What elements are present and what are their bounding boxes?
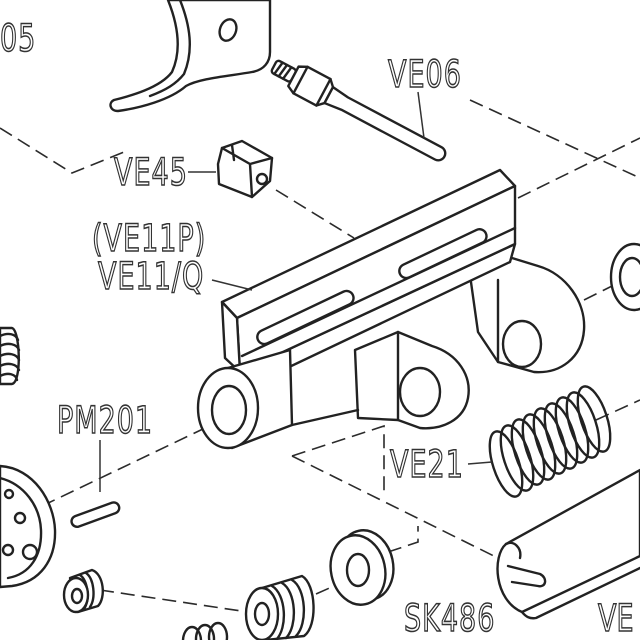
label-ve11q: VE11/Q [97, 255, 205, 299]
plate-slot [506, 564, 547, 588]
part-ve05-bracket [109, 0, 272, 113]
drum-hole [13, 511, 27, 525]
assembly-line [517, 137, 640, 199]
assembly-line [595, 399, 640, 421]
plate-body [496, 468, 640, 614]
drum-hole [21, 543, 39, 561]
spring-coil [181, 625, 203, 640]
spring-coil [488, 430, 524, 498]
assembly-line [315, 585, 335, 595]
label-pm201: PM201 [56, 399, 154, 443]
assembly-line [291, 455, 507, 563]
part-screw-left [0, 326, 21, 386]
part-ve45-block [216, 139, 274, 199]
bushing-bore [253, 601, 271, 627]
pin-thread-lines [273, 61, 293, 80]
drum-hole [3, 488, 15, 500]
part-ve11-carrier [196, 168, 586, 450]
drum-body [0, 464, 57, 589]
leader-lines [99, 91, 493, 492]
set-screw-socket [70, 587, 84, 605]
block-hole [255, 172, 269, 186]
screw-threads [0, 332, 21, 382]
block-edges [220, 143, 274, 199]
ring-bore [618, 256, 640, 298]
washer-hole [345, 552, 371, 588]
assembly-line [275, 189, 355, 239]
pin-rod [323, 85, 447, 162]
assembly-line [469, 99, 640, 179]
label-ve21: VE21 [389, 443, 464, 487]
lug-middle-hole [398, 366, 442, 418]
spring-coil [554, 396, 590, 464]
assembly-lines [0, 99, 640, 613]
part-washer [329, 529, 395, 606]
part-sk486-plate [496, 468, 640, 620]
assembly-line [41, 427, 206, 507]
spring-coil [521, 413, 557, 481]
rail-slot [256, 289, 355, 346]
label-ve06: VE06 [387, 53, 462, 97]
bracket-edge [148, 0, 191, 98]
pin-body [70, 501, 121, 528]
leader-line-ve06 [417, 91, 425, 139]
plate-curl [504, 541, 522, 560]
bushing-threads [270, 578, 306, 640]
label-ve-partial: VE [597, 597, 634, 641]
lug-right-hole [501, 319, 543, 369]
pin-collar-edges [292, 65, 332, 107]
leader-line-ve11 [211, 279, 253, 291]
drum-hole [1, 543, 15, 557]
drum-edge [0, 476, 43, 580]
assembly-line [387, 526, 419, 553]
spring-coil [194, 623, 216, 640]
part-small-spring [181, 621, 229, 640]
part-pm201-pin [70, 501, 121, 528]
part-set-screw [62, 568, 104, 614]
spring-coil [543, 402, 579, 470]
leader-line-ve21 [467, 461, 493, 465]
spring-coil [576, 385, 612, 453]
assembly-line [99, 589, 249, 613]
label-ve05: 05 [0, 17, 37, 61]
label-sk486: SK486 [403, 597, 496, 641]
part-ve06-pin [270, 59, 447, 162]
spring-coil [565, 391, 601, 459]
body-underside [290, 408, 360, 427]
part-ring [609, 242, 640, 312]
part-threaded-bushing [244, 574, 315, 640]
bracket-body [109, 0, 272, 113]
part-drum [0, 464, 57, 589]
label-ve11p: (VE11P) [91, 217, 207, 261]
bracket-hole [218, 18, 238, 42]
cylinder-bore [210, 384, 248, 436]
assembly-line [291, 424, 385, 492]
spring-coil [207, 621, 229, 640]
plate-thickness [520, 566, 640, 620]
part-ve21-spring [488, 385, 612, 498]
spring-coil [532, 407, 568, 475]
assembly-line [0, 127, 125, 174]
spring-coil [510, 418, 546, 486]
label-ve45: VE45 [113, 151, 188, 195]
rail-slot [398, 228, 488, 280]
spring-coil [499, 424, 535, 492]
